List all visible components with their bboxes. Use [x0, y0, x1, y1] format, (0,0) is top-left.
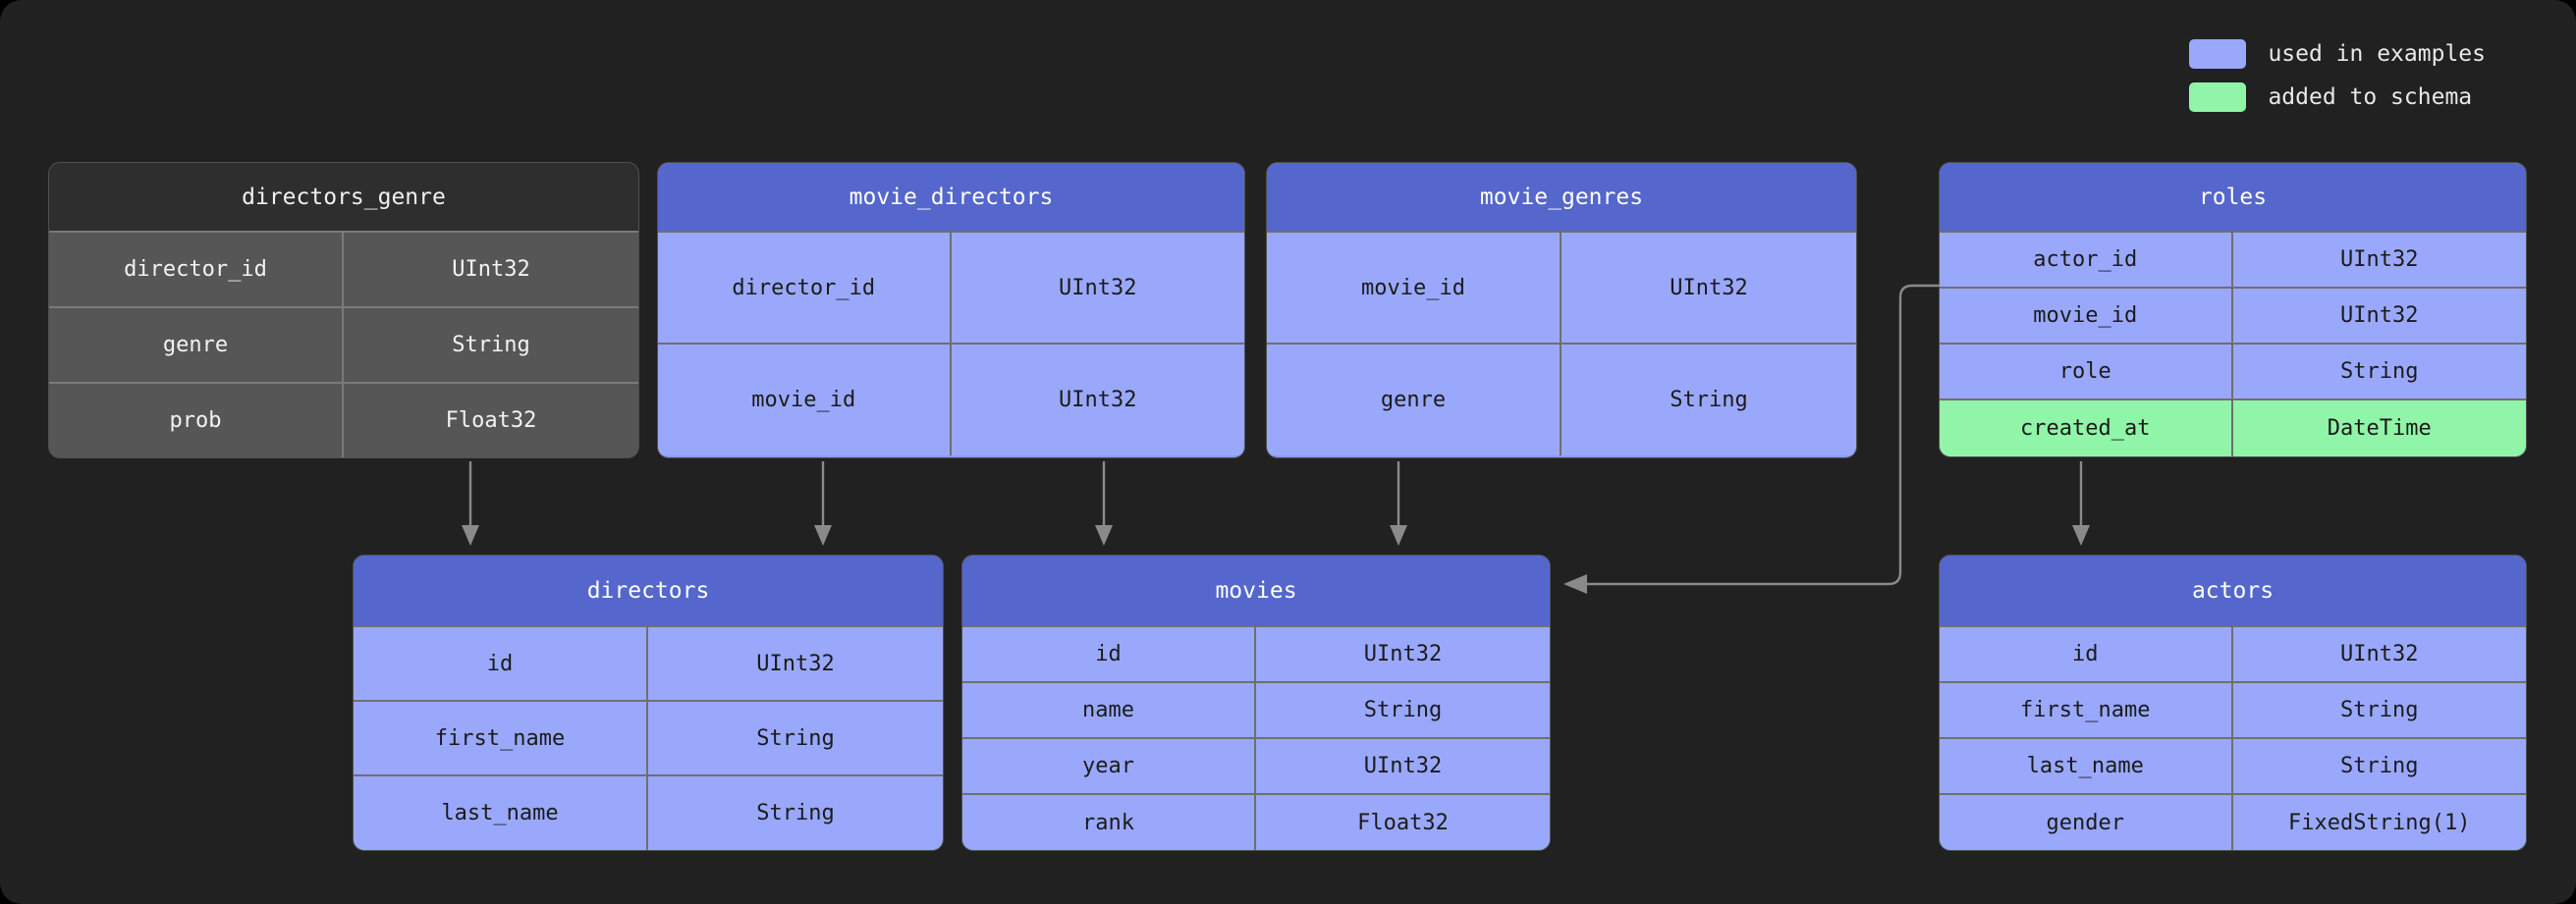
table-row[interactable]: first_name String: [1940, 681, 2526, 737]
column-name: movie_id: [658, 345, 952, 455]
column-name: id: [962, 627, 1256, 681]
column-name: last_name: [1940, 739, 2233, 793]
table-row[interactable]: id UInt32: [354, 625, 943, 700]
column-type: UInt32: [452, 257, 530, 282]
column-type: String: [756, 801, 835, 825]
column-name: last_name: [354, 776, 648, 850]
legend-swatch-added-to-schema: [2189, 82, 2247, 112]
column-name: created_at: [1940, 400, 2233, 456]
column-type: UInt32: [2340, 247, 2419, 272]
column-type: String: [2340, 754, 2419, 778]
table-row[interactable]: movie_id UInt32: [1940, 287, 2526, 343]
column-type: String: [756, 725, 835, 751]
legend-label-added-to-schema: added to schema: [2268, 83, 2473, 110]
table-title-directors_genre: directors_genre: [49, 163, 638, 231]
table-node-movie_directors[interactable]: movie_directors director_id UInt32 movie…: [658, 163, 1244, 457]
connector-roles-to-actors: [2072, 461, 2090, 546]
column-type: Float32: [1357, 810, 1449, 835]
table-row[interactable]: gender FixedString(1): [1940, 793, 2526, 850]
column-name: id: [354, 627, 648, 700]
column-type: DateTime: [2327, 416, 2432, 441]
column-name: movie_id: [1940, 289, 2233, 343]
column-name: gender: [1940, 795, 2233, 850]
table-title-directors: directors: [354, 556, 943, 625]
table-title-roles: roles: [1940, 163, 2526, 231]
table-row[interactable]: movie_id UInt32: [658, 343, 1244, 455]
column-name: genre: [49, 308, 344, 382]
table-row[interactable]: rank Float32: [962, 793, 1550, 850]
table-row[interactable]: prob Float32: [49, 382, 638, 457]
connector-movie_directors-to-movies: [1095, 461, 1113, 546]
table-node-directors_genre[interactable]: directors_genre director_id UInt32 genre…: [49, 163, 638, 457]
table-node-movies[interactable]: movies id UInt32 name String year UInt32…: [962, 556, 1550, 850]
connector-directors_genre-to-directors: [462, 461, 479, 546]
connector-movie_genres-to-movies: [1390, 461, 1407, 546]
column-name: director_id: [49, 233, 344, 306]
legend-label-used-in-examples: used in examples: [2268, 40, 2486, 67]
table-node-roles[interactable]: roles actor_id UInt32 movie_id UInt32 ro…: [1940, 163, 2526, 456]
table-row[interactable]: genre String: [1267, 343, 1856, 455]
legend: used in examples added to schema: [2189, 39, 2486, 112]
column-type: UInt32: [2340, 642, 2419, 666]
column-name: first_name: [1940, 683, 2233, 737]
table-row[interactable]: id UInt32: [1940, 625, 2526, 681]
table-row[interactable]: director_id UInt32: [658, 231, 1244, 343]
table-title-actors: actors: [1940, 556, 2526, 625]
table-row[interactable]: last_name String: [1940, 737, 2526, 793]
column-type: UInt32: [1059, 388, 1137, 412]
table-row[interactable]: year UInt32: [962, 737, 1550, 793]
table-title-movie_genres: movie_genres: [1267, 163, 1856, 231]
column-type: UInt32: [756, 651, 835, 676]
column-type: UInt32: [1059, 275, 1137, 300]
table-row[interactable]: director_id UInt32: [49, 231, 638, 306]
column-type: UInt32: [1363, 754, 1443, 778]
legend-item-used-in-examples: used in examples: [2189, 39, 2486, 69]
table-row-added[interactable]: created_at DateTime: [1940, 399, 2526, 456]
table-row[interactable]: role String: [1940, 343, 2526, 399]
table-title-movies: movies: [962, 556, 1550, 625]
column-name: rank: [962, 795, 1256, 850]
column-type: String: [2340, 359, 2419, 384]
table-row[interactable]: id UInt32: [962, 625, 1550, 681]
legend-item-added-to-schema: added to schema: [2189, 82, 2486, 112]
column-type: String: [2340, 698, 2419, 722]
table-node-movie_genres[interactable]: movie_genres movie_id UInt32 genre Strin…: [1267, 163, 1856, 457]
table-node-directors[interactable]: directors id UInt32 first_name String la…: [354, 556, 943, 850]
table-row[interactable]: actor_id UInt32: [1940, 231, 2526, 287]
connector-movie_directors-to-directors: [814, 461, 832, 546]
column-name: actor_id: [1940, 233, 2233, 287]
column-name: director_id: [658, 233, 952, 343]
table-node-actors[interactable]: actors id UInt32 first_name String last_…: [1940, 556, 2526, 850]
column-type: String: [452, 333, 530, 357]
column-name: first_name: [354, 702, 648, 774]
column-type: UInt32: [1670, 275, 1748, 300]
column-name: movie_id: [1267, 233, 1562, 343]
column-name: genre: [1267, 345, 1562, 455]
column-type: String: [1670, 388, 1748, 412]
column-name: id: [1940, 627, 2233, 681]
column-type: UInt32: [1363, 642, 1443, 666]
column-type: String: [1363, 698, 1443, 722]
table-row[interactable]: genre String: [49, 306, 638, 382]
column-name: role: [1940, 345, 2233, 399]
table-title-movie_directors: movie_directors: [658, 163, 1244, 231]
column-type: UInt32: [2340, 303, 2419, 328]
column-type: Float32: [445, 408, 537, 433]
column-name: prob: [49, 384, 344, 457]
column-name: year: [962, 739, 1256, 793]
table-row[interactable]: first_name String: [354, 700, 943, 774]
table-row[interactable]: last_name String: [354, 774, 943, 850]
column-type: FixedString(1): [2288, 810, 2471, 835]
table-row[interactable]: movie_id UInt32: [1267, 231, 1856, 343]
legend-swatch-used-in-examples: [2189, 39, 2247, 69]
column-name: name: [962, 683, 1256, 737]
table-row[interactable]: name String: [962, 681, 1550, 737]
